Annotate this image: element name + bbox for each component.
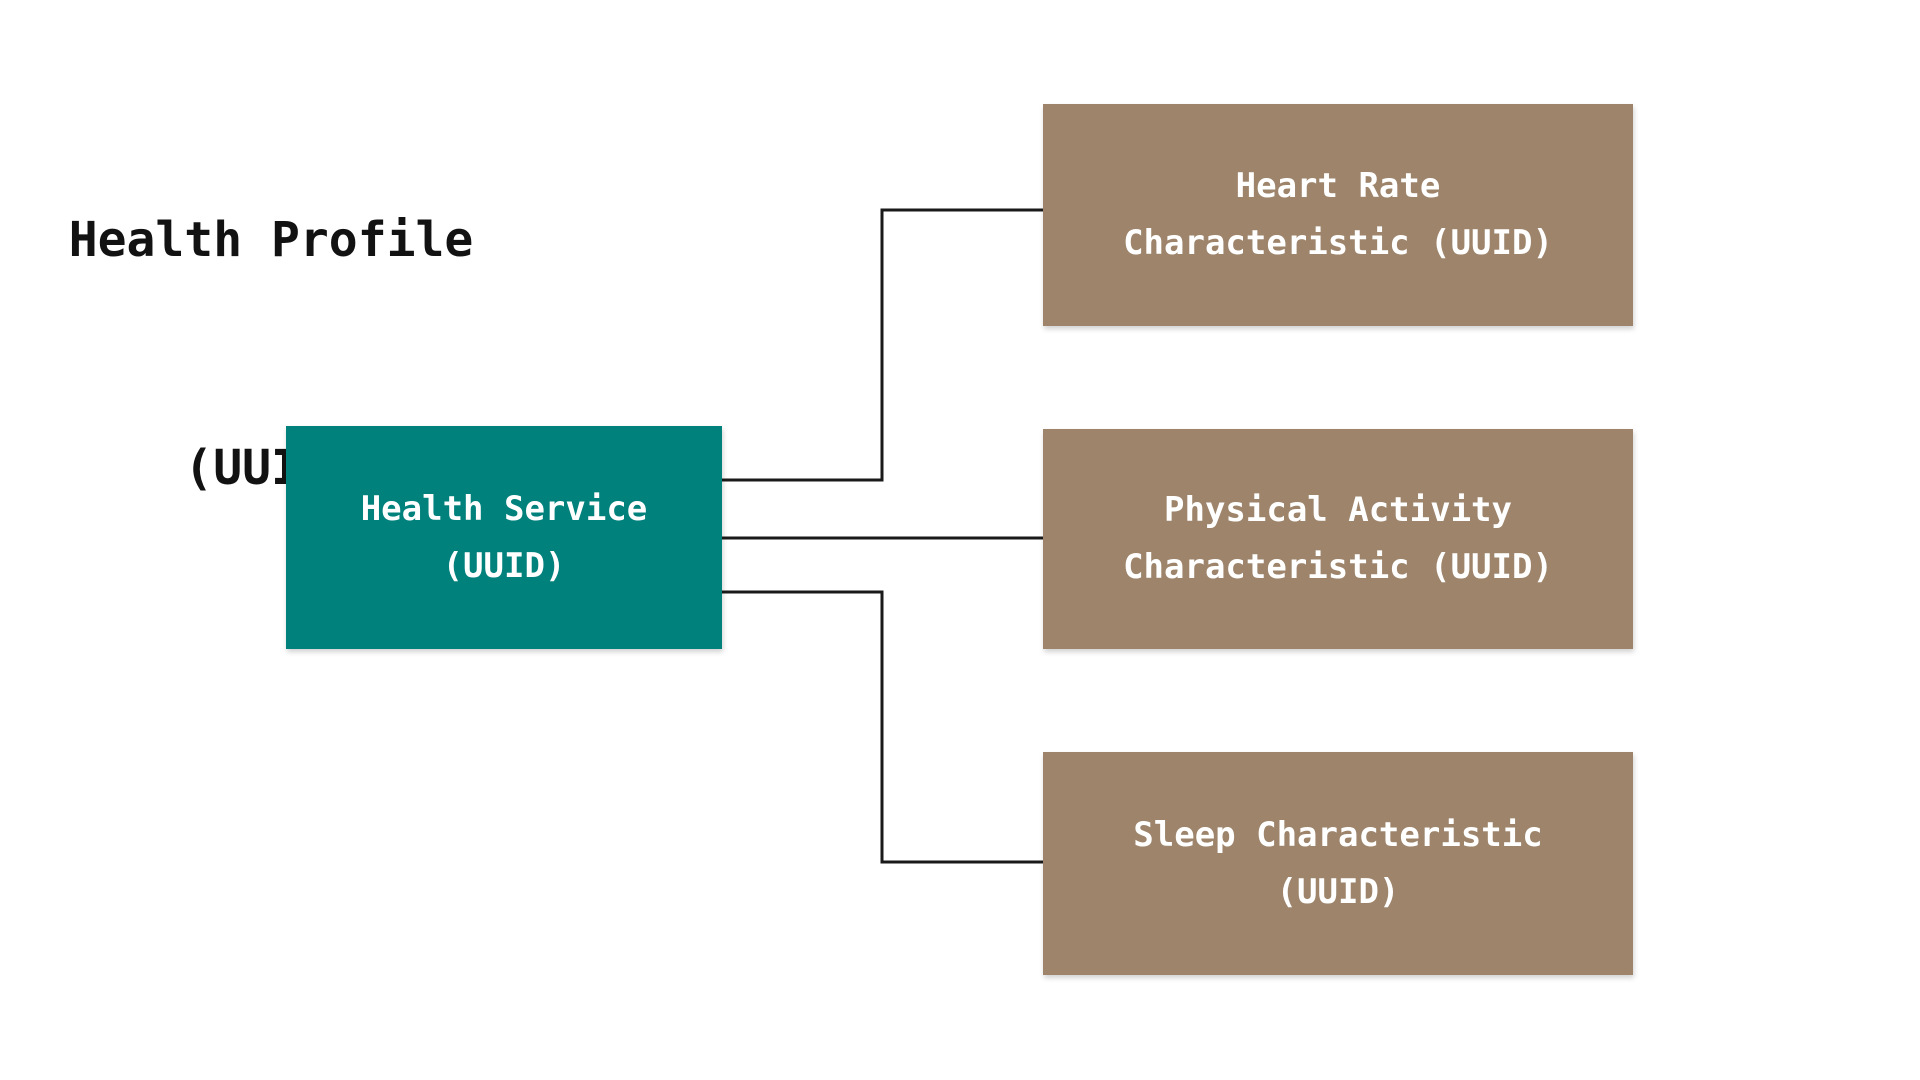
node-heart-rate-uuid: Characteristic (UUID) [1123, 223, 1553, 263]
node-health-service-uuid: (UUID) [442, 545, 566, 586]
node-sleep-characteristic: Sleep Characteristic (UUID) [1043, 752, 1633, 975]
node-heart-rate-label: Heart Rate [1235, 166, 1441, 206]
connector-service-to-sleep [722, 590, 1043, 864]
page-title-line1: Health Profile [68, 212, 474, 268]
node-heart-rate-characteristic: Heart Rate Characteristic (UUID) [1043, 104, 1633, 326]
node-health-service-label: Health Service [360, 488, 648, 529]
node-sleep-uuid: (UUID) [1276, 871, 1400, 912]
connector-service-to-heart-rate [722, 208, 1043, 482]
node-physical-activity-characteristic: Physical Activity Characteristic (UUID) [1043, 429, 1633, 649]
node-sleep-label: Sleep Characteristic [1133, 814, 1543, 855]
node-physical-activity-label: Physical Activity [1164, 490, 1512, 530]
node-health-service: Health Service (UUID) [286, 426, 722, 649]
node-physical-activity-uuid: Characteristic (UUID) [1123, 547, 1553, 587]
